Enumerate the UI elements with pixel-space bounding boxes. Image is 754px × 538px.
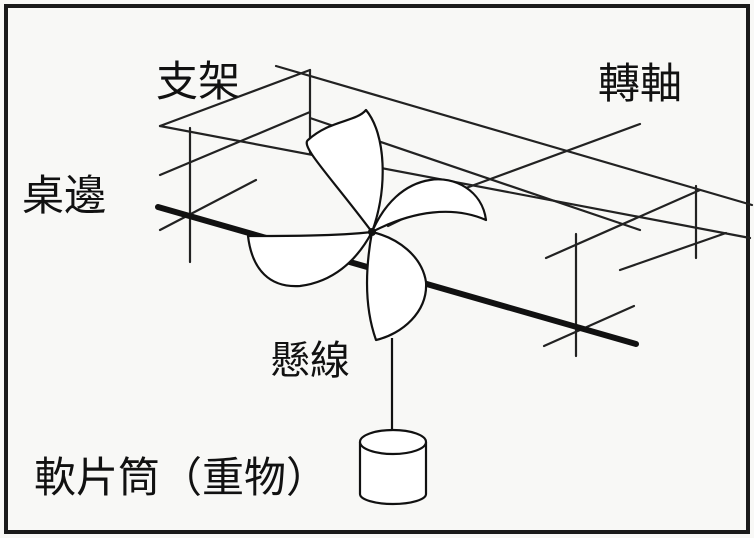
support-brace-left	[158, 178, 258, 232]
label-table-edge: 桌邊	[22, 171, 106, 220]
film-canister-weight	[358, 428, 428, 506]
support-brace-right	[542, 304, 636, 348]
pinwheel	[246, 108, 488, 342]
support-frame	[158, 64, 754, 358]
pinwheel-blade-bottom	[366, 230, 428, 342]
support-rail-top	[274, 64, 754, 207]
film-canister-top	[358, 428, 428, 456]
pinwheel-hub	[368, 228, 376, 236]
pinwheel-blade-top	[305, 108, 384, 234]
pinwheel-blade-left	[246, 230, 374, 288]
support-brace-right-lower	[618, 231, 728, 272]
label-axle: 轉軸	[598, 59, 682, 108]
label-support: 支架	[156, 57, 240, 106]
film-canister-body	[358, 442, 428, 506]
pinwheel-blade-right	[370, 178, 488, 234]
label-weight: 軟片筒（重物）	[34, 453, 328, 502]
axle-line-right	[464, 122, 642, 190]
diagram-frame	[4, 4, 750, 534]
label-string: 懸線	[270, 338, 350, 384]
support-crossbar-left-lower	[158, 110, 312, 177]
support-crossbar-left	[158, 68, 312, 128]
support-crossbar-right	[544, 188, 702, 260]
